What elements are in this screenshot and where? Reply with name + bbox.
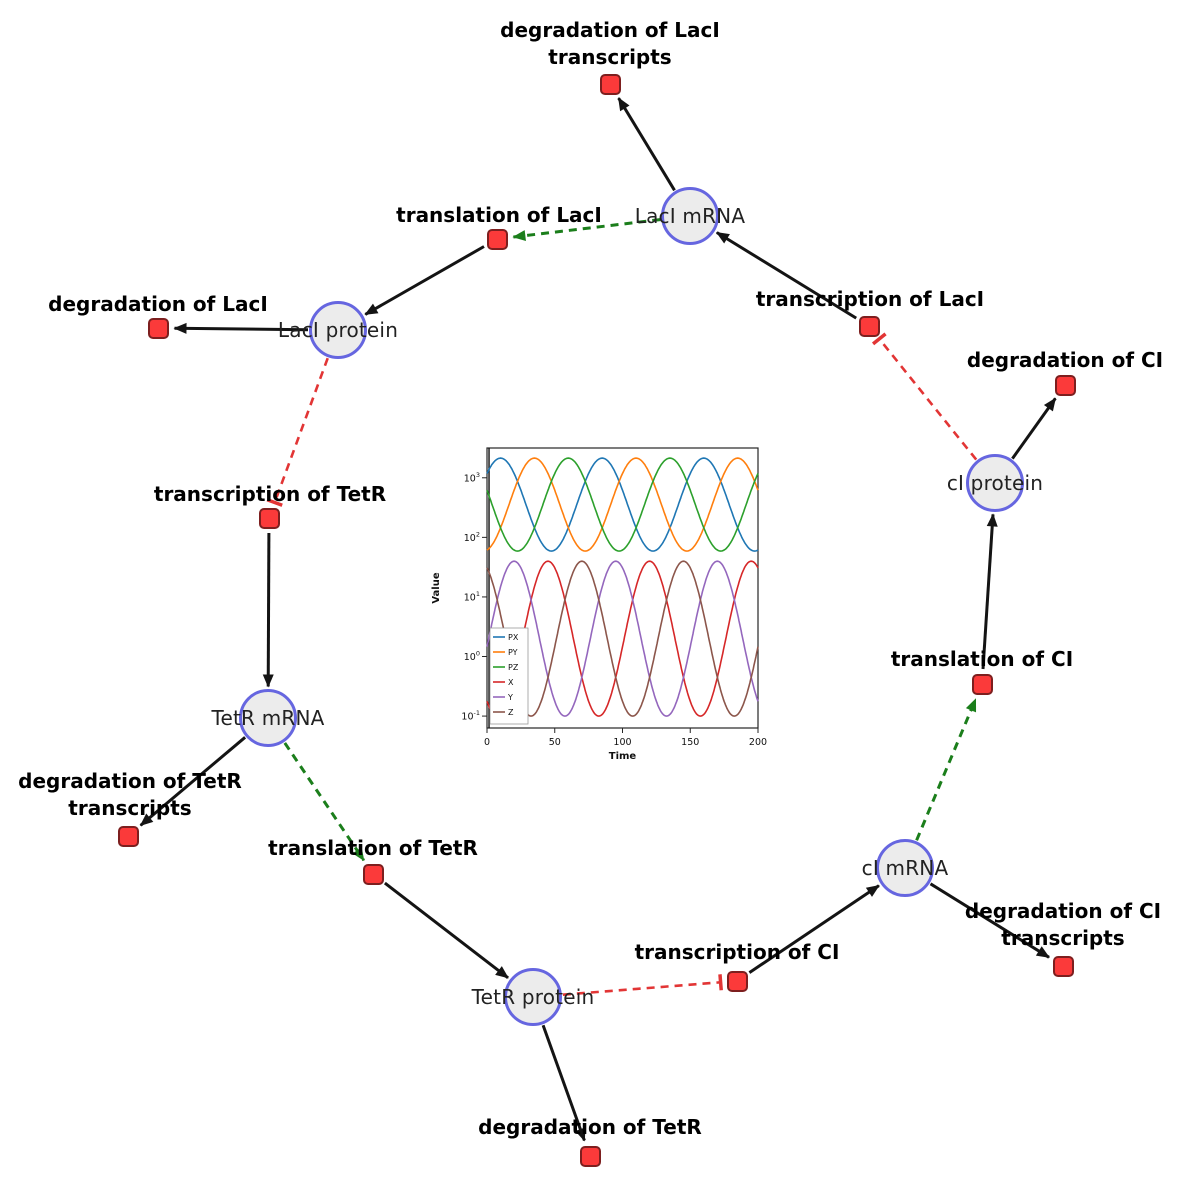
legend-label-Y: Y <box>507 693 513 702</box>
species-label-laci-protein: LacI protein <box>277 318 399 342</box>
reaction-label-r-deg-laci: degradation of LacI <box>48 292 268 316</box>
legend-box <box>489 627 529 725</box>
reaction-node-r-deg-laci[interactable] <box>147 317 169 339</box>
species-node-laci-mrna[interactable] <box>661 187 719 245</box>
edge-consumption-tetr-mrna-to-r-deg-tetr-tx <box>139 736 247 827</box>
reaction-label-r-transcription-ci: transcription of CI <box>634 940 840 964</box>
reaction-label-r-deg-ci: degradation of CI <box>966 348 1164 372</box>
reaction-node-r-translation-laci[interactable] <box>486 228 508 250</box>
legend-label-PZ: PZ <box>508 663 519 672</box>
legend-label-X: X <box>508 678 514 687</box>
species-label-ci-protein: cI protein <box>946 471 1044 495</box>
reaction-label-r-deg-tetr-tx: degradation of TetR transcripts <box>18 769 242 820</box>
reaction-label-r-translation-laci: translation of LacI <box>396 203 602 227</box>
y-tick-label: 103 <box>464 471 480 485</box>
edge-production-r-translation-laci-to-laci-protein <box>364 245 485 316</box>
edge-consumption-laci-mrna-to-r-deg-laci-tx <box>617 97 676 192</box>
legend-label-PX: PX <box>508 633 519 642</box>
edge-modifier-tetr-mrna-to-r-translation-tetr <box>283 742 366 862</box>
reaction-node-r-deg-tetr[interactable] <box>579 1145 601 1167</box>
species-node-laci-protein[interactable] <box>309 301 367 359</box>
series-PY <box>486 457 759 552</box>
series-Y <box>486 560 759 717</box>
reaction-label-r-deg-tetr: degradation of TetR <box>478 1115 702 1139</box>
reaction-label-r-transcription-laci: transcription of LacI <box>755 287 985 311</box>
reaction-node-r-deg-laci-tx[interactable] <box>599 73 621 95</box>
reaction-label-r-transcription-tetr: transcription of TetR <box>153 482 387 506</box>
y-tick-label: 100 <box>464 650 480 664</box>
species-node-tetr-protein[interactable] <box>504 968 562 1026</box>
x-tick-label: 50 <box>549 737 561 748</box>
reaction-label-r-deg-laci-tx: degradation of LacI transcripts <box>500 18 720 69</box>
species-node-tetr-mrna[interactable] <box>239 689 297 747</box>
reaction-node-r-deg-ci[interactable] <box>1054 374 1076 396</box>
reaction-label-r-translation-ci: translation of CI <box>890 647 1074 671</box>
reaction-node-r-transcription-ci[interactable] <box>726 970 748 992</box>
series-Z <box>486 560 759 717</box>
x-tick-label: 200 <box>749 737 767 748</box>
edge-consumption-ci-mrna-to-r-deg-ci-tx <box>929 882 1050 959</box>
edge-production-r-translation-ci-to-ci-protein <box>981 513 998 670</box>
edge-inhibition-ci-protein-to-r-transcription-laci <box>871 332 978 461</box>
edge-production-r-transcription-laci-to-laci-mrna <box>715 231 857 320</box>
legend-label-PY: PY <box>508 648 518 657</box>
x-axis-label: Time <box>609 751 637 762</box>
species-label-tetr-mrna: TetR mRNA <box>211 706 325 730</box>
species-node-ci-protein[interactable] <box>966 454 1024 512</box>
reaction-node-r-transcription-tetr[interactable] <box>258 507 280 529</box>
x-tick-label: 0 <box>484 737 490 748</box>
edge-consumption-tetr-protein-to-r-deg-tetr <box>541 1024 586 1142</box>
edge-production-r-translation-tetr-to-tetr-protein <box>383 881 509 979</box>
species-label-laci-mrna: LacI mRNA <box>634 204 746 228</box>
edge-inhibition-tetr-protein-to-r-transcription-ci <box>562 974 723 996</box>
reaction-label-r-deg-ci-tx: degradation of CI transcripts <box>964 899 1162 950</box>
species-label-ci-mrna: cI mRNA <box>861 856 949 880</box>
series-PX <box>486 457 759 552</box>
species-node-ci-mrna[interactable] <box>876 839 934 897</box>
reaction-node-r-deg-ci-tx[interactable] <box>1052 955 1074 977</box>
reaction-node-r-translation-tetr[interactable] <box>362 863 384 885</box>
edge-inhibition-laci-protein-to-r-transcription-tetr <box>266 357 329 507</box>
edge-production-r-transcription-ci-to-ci-mrna <box>748 884 880 974</box>
reaction-node-r-transcription-laci[interactable] <box>858 315 880 337</box>
reaction-node-r-deg-tetr-tx[interactable] <box>117 825 139 847</box>
edge-modifier-ci-mrna-to-r-translation-ci <box>915 698 977 841</box>
reaction-label-r-translation-tetr: translation of TetR <box>268 836 478 860</box>
series-PZ <box>486 457 759 552</box>
reaction-node-r-translation-ci[interactable] <box>971 673 993 695</box>
edge-production-r-transcription-tetr-to-tetr-mrna <box>262 532 274 688</box>
x-tick-label: 100 <box>613 737 631 748</box>
edge-consumption-laci-protein-to-r-deg-laci <box>173 322 309 334</box>
y-tick-label: 10-1 <box>461 709 480 723</box>
series-X <box>486 560 759 717</box>
species-label-tetr-protein: TetR protein <box>471 985 595 1009</box>
legend-label-Z: Z <box>508 708 514 717</box>
y-tick-label: 101 <box>464 590 480 604</box>
x-tick-label: 150 <box>681 737 699 748</box>
y-tick-label: 102 <box>464 530 480 544</box>
edge-modifier-laci-mrna-to-r-translation-laci <box>512 218 661 242</box>
edge-consumption-ci-protein-to-r-deg-ci <box>1011 397 1057 460</box>
y-axis-label: Value <box>431 572 442 603</box>
